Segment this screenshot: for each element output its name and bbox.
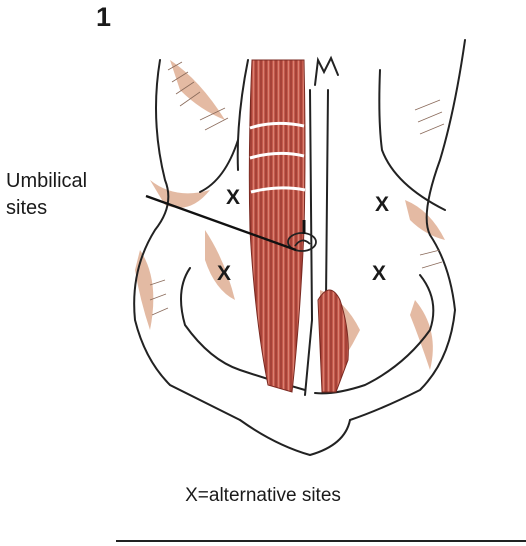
umbilical-sites-label-line1: Umbilical	[6, 168, 87, 195]
umbilical-sites-label: Umbilical sites	[6, 168, 87, 222]
left-rectus-muscle	[249, 60, 305, 392]
alternative-site-marker-upper-left: X	[226, 186, 240, 210]
right-rectus-muscle	[318, 290, 348, 392]
rectus-muscles	[249, 60, 348, 392]
alternative-site-marker-lower-right: X	[372, 262, 386, 286]
umbilical-sites-label-line2: sites	[6, 195, 87, 222]
figure-number: 1	[96, 2, 111, 33]
alternative-site-marker-lower-left: X	[217, 262, 231, 286]
caption-rule	[116, 540, 526, 542]
alternative-site-marker-upper-right: X	[375, 193, 389, 217]
figure-caption: X=alternative sites	[0, 485, 526, 507]
